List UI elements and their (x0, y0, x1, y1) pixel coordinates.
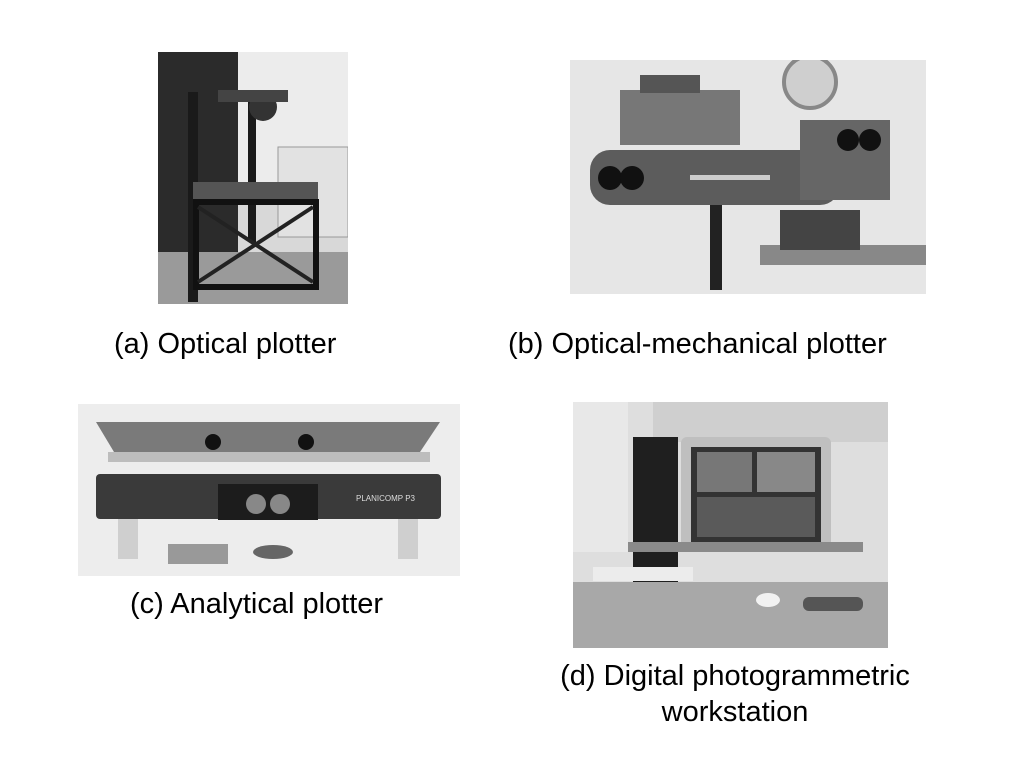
digital-workstation-photo (573, 402, 888, 648)
optical-mechanical-plotter-icon (570, 60, 926, 294)
optical-plotter-photo (158, 52, 348, 304)
caption-digital-workstation-line1: (d) Digital photogrammetric (560, 660, 910, 692)
caption-optical-mechanical-plotter: (b) Optical-mechanical plotter (508, 328, 887, 360)
caption-digital-workstation-line2: workstation (661, 696, 809, 728)
digital-workstation-icon (573, 402, 888, 648)
analytical-brand-label: PLANICOMP P3 (356, 494, 416, 503)
analytical-plotter-icon: PLANICOMP P3 (78, 404, 460, 576)
caption-analytical-plotter: (c) Analytical plotter (130, 588, 384, 620)
caption-digital-workstation: (d) Digital photogrammetric workstation (505, 658, 965, 730)
analytical-plotter-photo: PLANICOMP P3 (78, 404, 460, 576)
caption-optical-plotter: (a) Optical plotter (114, 328, 337, 360)
optical-plotter-icon (158, 52, 348, 304)
optical-mechanical-plotter-photo (570, 60, 926, 294)
